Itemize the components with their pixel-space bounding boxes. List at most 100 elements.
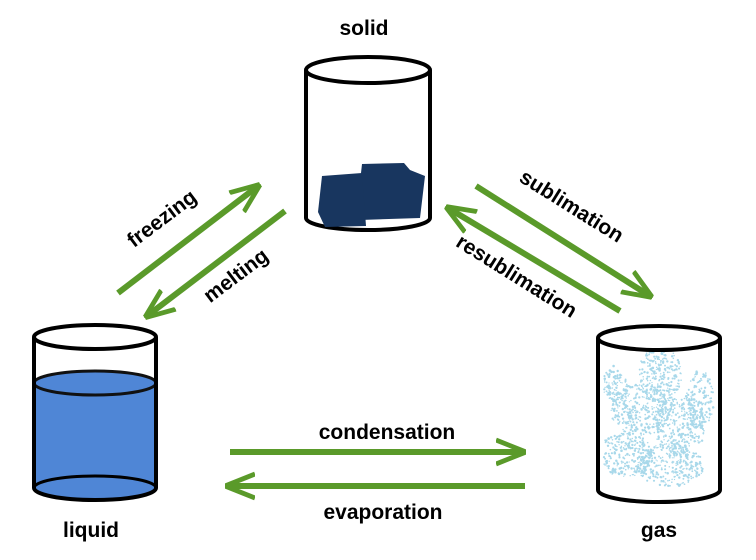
gas-particle <box>675 399 677 401</box>
gas-particle <box>652 397 655 400</box>
gas-particle <box>663 423 665 425</box>
gas-particle <box>653 416 657 419</box>
gas-particle <box>689 419 692 422</box>
gas-particle <box>604 379 606 382</box>
gas-particle <box>606 385 609 389</box>
gas-particle <box>624 395 627 398</box>
gas-particle <box>659 426 662 428</box>
gas-particle <box>637 458 639 461</box>
gas-particle <box>684 418 686 421</box>
gas-particle <box>660 461 663 463</box>
gas-particle <box>632 421 635 424</box>
gas-particle <box>631 459 634 462</box>
gas-particle <box>621 462 623 464</box>
gas-particle <box>668 453 671 455</box>
gas-particle <box>613 416 616 418</box>
gas-particle <box>690 439 692 441</box>
gas-particle <box>645 355 647 357</box>
gas-particle <box>666 415 668 417</box>
gas-particle <box>639 464 642 467</box>
gas-particle <box>631 452 635 456</box>
gas-particle <box>676 369 678 371</box>
gas-particle <box>649 379 652 382</box>
gas-particle <box>641 368 644 371</box>
gas-particle <box>691 378 695 381</box>
gas-particle <box>666 360 669 363</box>
gas-particle <box>625 397 627 399</box>
gas-particle <box>692 411 694 414</box>
gas-particle <box>687 413 689 416</box>
gas-particle <box>665 418 668 421</box>
gas-particle <box>648 431 651 434</box>
gas-particle <box>619 401 621 404</box>
gas-particle <box>628 454 631 457</box>
gas-particle <box>641 439 644 442</box>
gas-particle <box>688 445 691 447</box>
gas-particle <box>645 460 648 463</box>
gas-particle <box>633 454 635 457</box>
gas-particle <box>614 437 617 440</box>
liquid-label: liquid <box>63 519 119 542</box>
gas-particle <box>662 395 666 399</box>
gas-particle <box>627 435 629 437</box>
gas-particle <box>699 377 702 380</box>
gas-particle <box>645 389 648 392</box>
gas-particle <box>688 399 691 402</box>
gas-particle <box>680 398 683 401</box>
gas-particle <box>674 469 676 471</box>
gas-particle <box>659 443 662 446</box>
gas-particle <box>604 441 607 444</box>
gas-particle <box>678 470 681 472</box>
gas-particle <box>640 455 644 459</box>
sublimation-arrow <box>474 183 650 296</box>
gas-particle <box>623 430 626 433</box>
gas-particle <box>672 447 675 450</box>
gas-particle <box>675 464 677 467</box>
gas-particle <box>663 402 667 405</box>
gas-particle <box>685 456 689 460</box>
gas-particle <box>646 371 649 374</box>
gas-particle <box>671 361 674 364</box>
gas-particle <box>646 449 650 453</box>
gas-particle <box>627 468 629 470</box>
gas-particle <box>702 373 705 376</box>
gas-particle <box>633 444 636 447</box>
gas-particle <box>628 393 630 395</box>
gas-particle <box>631 417 633 419</box>
gas-particle <box>611 387 614 389</box>
gas-particle <box>655 377 657 380</box>
gas-particle <box>648 364 651 367</box>
gas-particle <box>653 452 656 455</box>
gas-particle <box>636 388 638 390</box>
gas-particle <box>624 393 627 396</box>
gas-particle <box>636 465 640 468</box>
gas-particle <box>628 442 631 445</box>
gas-particle <box>648 353 651 356</box>
gas-particle <box>675 462 677 465</box>
gas-particle <box>611 470 613 472</box>
gas-particle <box>693 436 696 440</box>
gas-particle <box>654 357 657 360</box>
gas-particle <box>638 396 641 399</box>
gas-particle <box>696 435 699 438</box>
gas-particle <box>646 403 648 405</box>
gas-particle <box>623 448 626 451</box>
gas-particle <box>700 439 704 442</box>
gas-particle <box>640 407 643 410</box>
gas-particle <box>707 378 709 380</box>
gas-particle <box>670 396 673 399</box>
gas-particle <box>631 437 634 440</box>
gas-particle <box>665 358 668 360</box>
gas-particle <box>666 424 670 427</box>
gas-particle <box>700 413 703 416</box>
gas-particle <box>609 385 611 388</box>
gas-particle <box>694 433 696 436</box>
gas-particle <box>617 398 619 401</box>
gas-particle <box>676 450 679 453</box>
gas-particle <box>623 403 626 406</box>
liquid-fill <box>34 383 156 500</box>
gas-particle <box>659 421 662 425</box>
gas-particle <box>649 475 652 478</box>
gas-particle <box>630 399 632 402</box>
gas-particle <box>644 430 648 434</box>
